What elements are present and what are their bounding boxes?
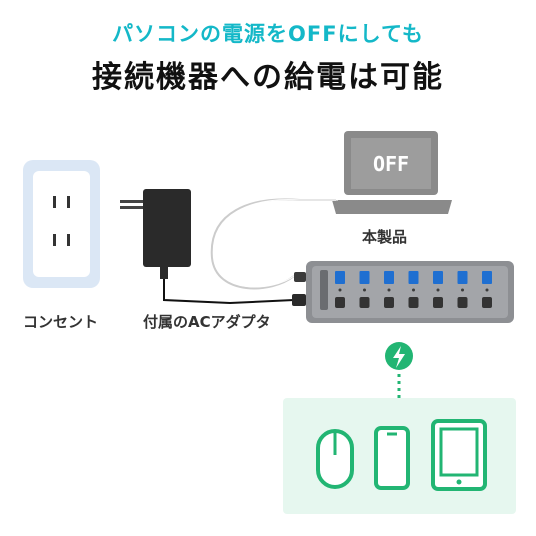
subtitle: パソコンの電源をOFFにしても	[112, 22, 424, 46]
port-switch	[359, 297, 370, 308]
port-switch	[433, 297, 443, 308]
usb-port	[433, 271, 443, 284]
page-title: 接続機器への給電は可能	[92, 60, 444, 95]
usb-port	[359, 271, 370, 284]
outlet-label: コンセント	[23, 313, 99, 331]
usb-port	[335, 271, 345, 284]
adapter-label: 付属のACアダプタ	[143, 313, 271, 331]
dc-plug-icon	[292, 294, 306, 306]
smartphone-icon	[374, 426, 410, 490]
port-led	[412, 288, 415, 292]
port-led	[387, 288, 391, 292]
port-switch	[457, 297, 468, 308]
port-led	[461, 288, 464, 292]
lightning-icon	[393, 346, 405, 368]
usb-port	[384, 271, 394, 284]
laptop-screen-text: OFF	[373, 152, 409, 176]
usb-port	[408, 271, 419, 284]
wall-outlet-icon	[23, 160, 100, 288]
tablet-icon	[431, 419, 487, 491]
port-switch	[482, 297, 492, 308]
ac-adapter-icon	[120, 189, 191, 279]
usb-plug-icon	[294, 272, 306, 282]
port-switch	[335, 297, 345, 308]
laptop-icon: OFF	[332, 131, 452, 214]
port-led	[338, 288, 342, 292]
port-led	[485, 288, 489, 292]
usb-port	[457, 271, 468, 284]
port-led	[436, 288, 440, 292]
mouse-icon	[316, 429, 354, 489]
port-switch	[384, 297, 394, 308]
product-label: 本製品	[362, 228, 408, 246]
usb-hub-icon	[306, 261, 514, 323]
port-led	[363, 288, 366, 292]
usb-port	[482, 271, 492, 284]
port-switch	[408, 297, 419, 308]
